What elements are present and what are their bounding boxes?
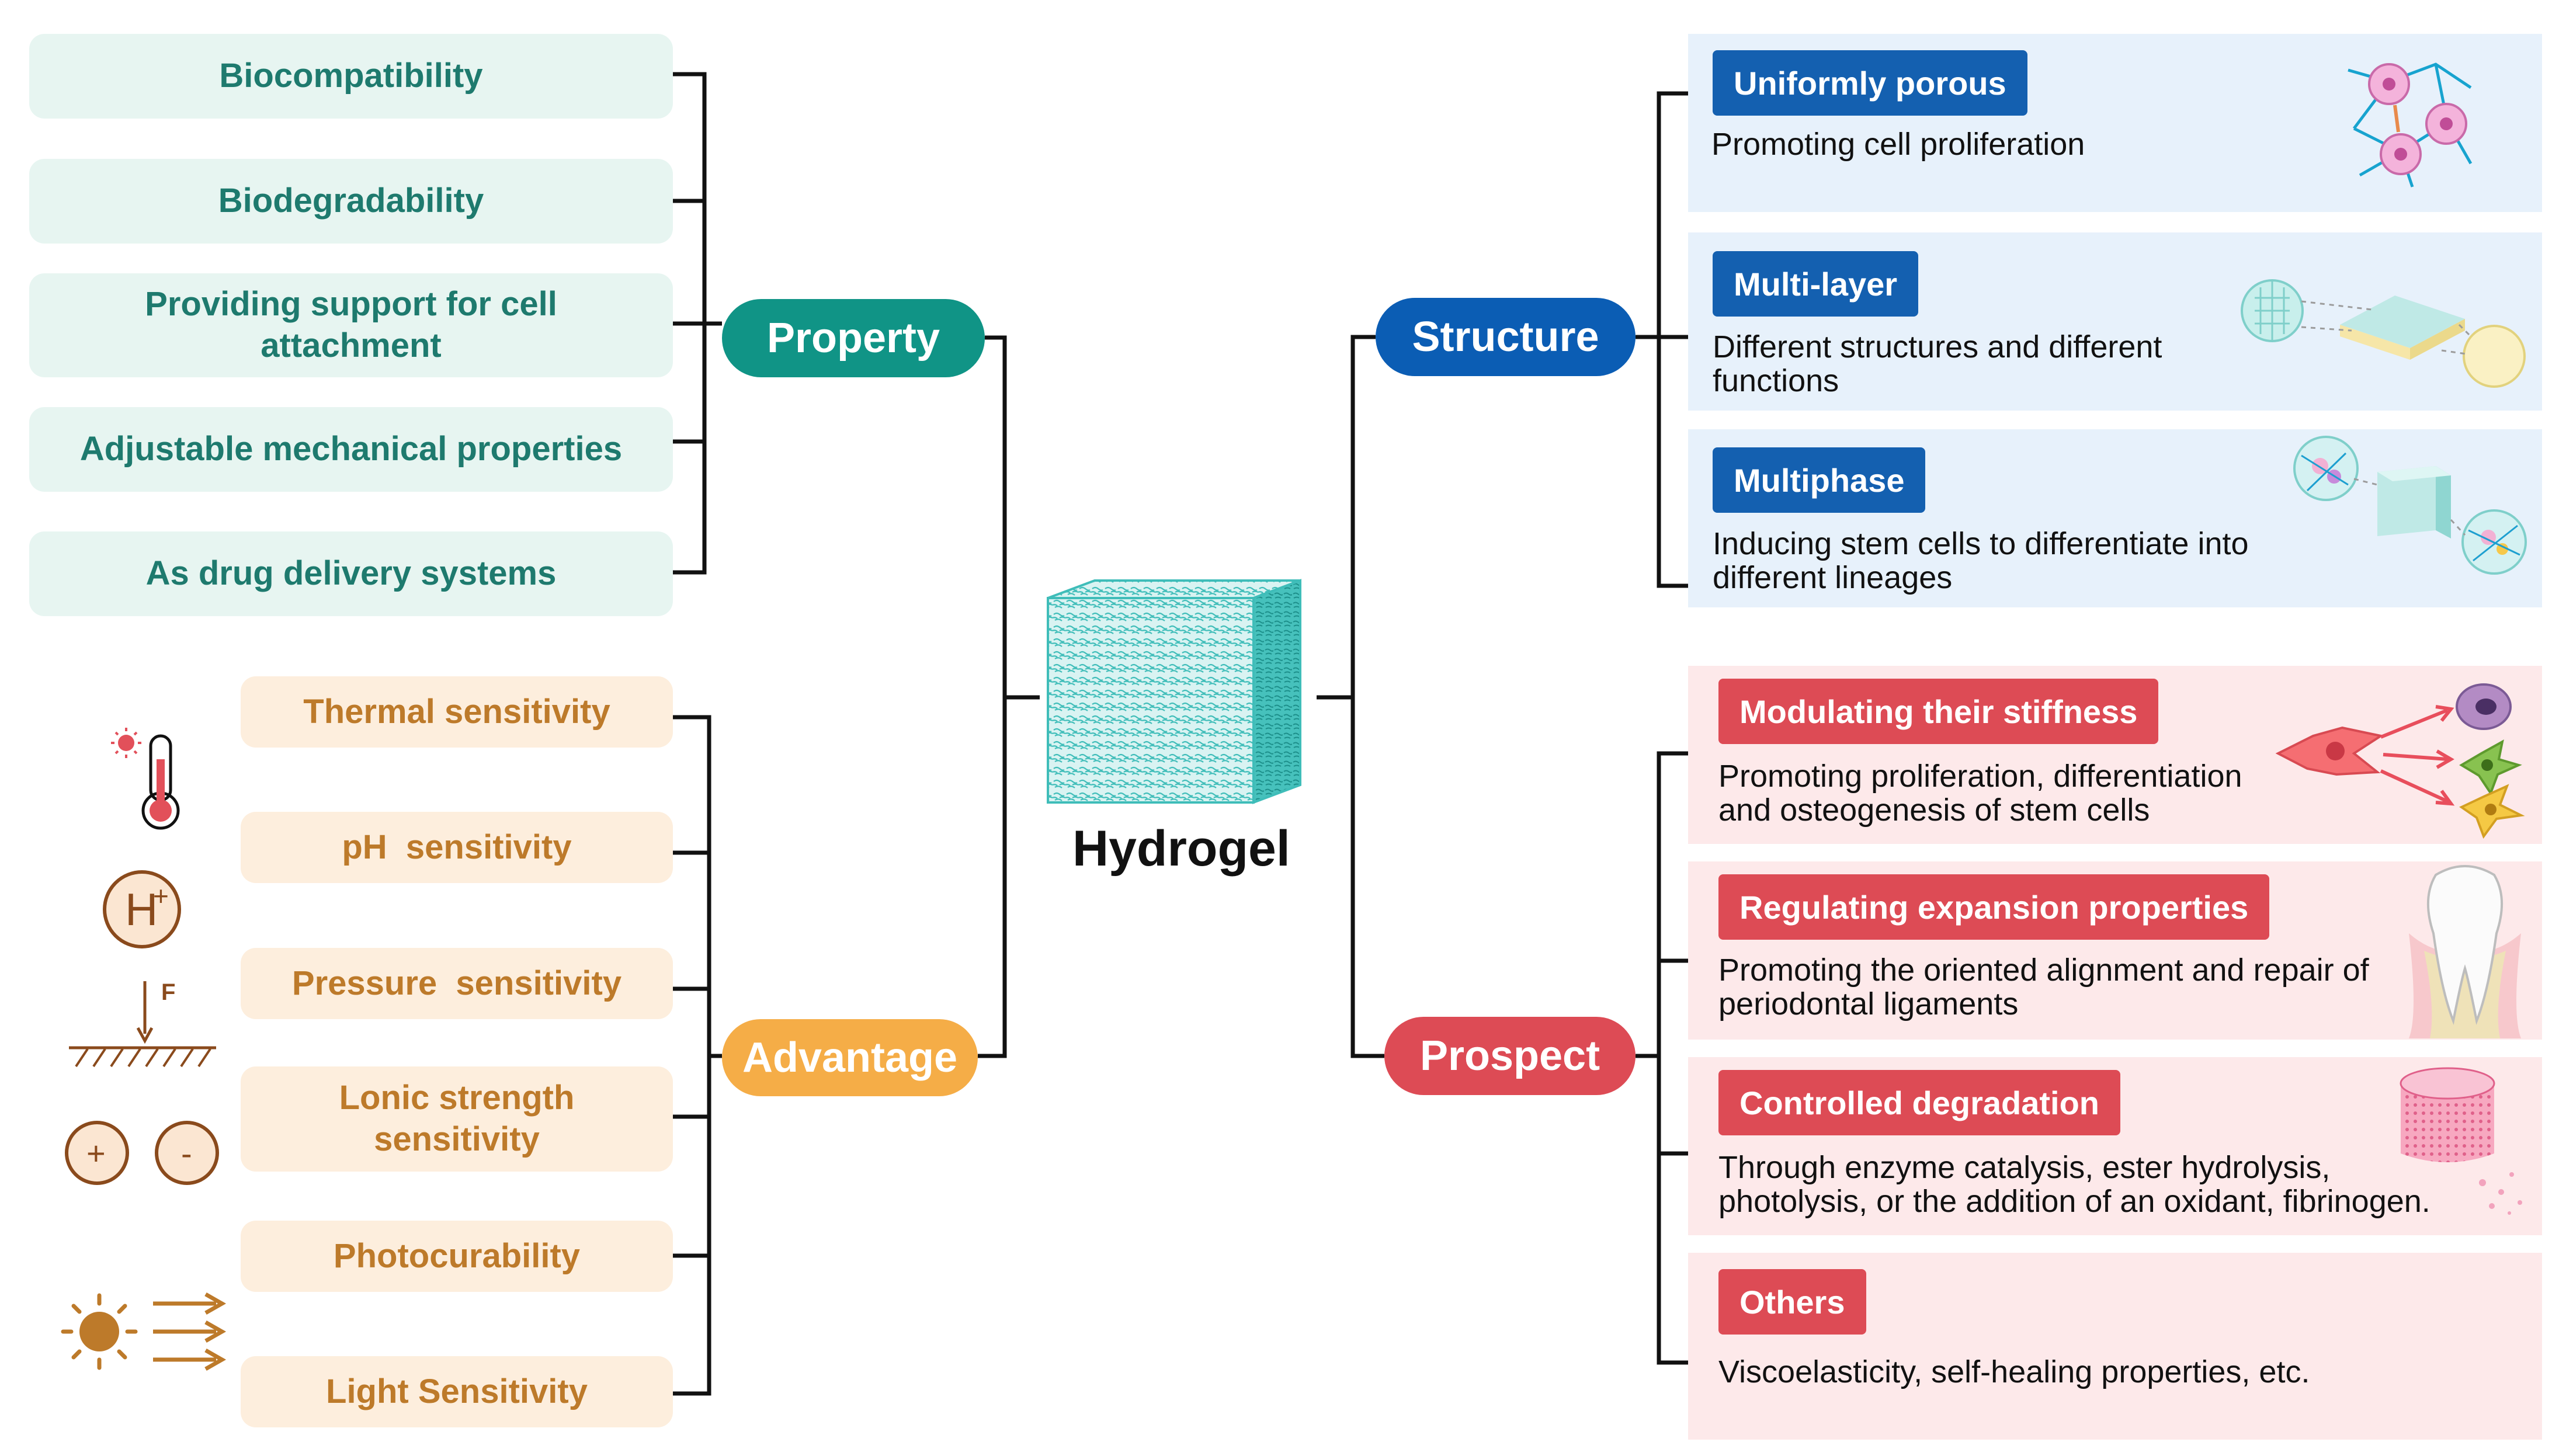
hydrogel-title: Hydrogel (1072, 821, 1290, 877)
sun-light-icon (61, 1292, 227, 1371)
prospect-desc-degradation: Through enzyme catalysis, ester hydrolys… (1718, 1150, 2430, 1219)
multiphase-illustration (2293, 436, 2527, 575)
prospect-tag-expansion: Regulating expansion properties (1718, 874, 2270, 940)
multilayer-illustration (2241, 279, 2526, 388)
structure-tag-multilayer: Multi-layer (1713, 251, 1919, 317)
stem-cell-differentiation-illustration (2275, 683, 2525, 839)
prospect-desc-expansion: Promoting the oriented alignment and rep… (1718, 953, 2369, 1022)
prospect-tag-stiffness: Modulating their stiffness (1718, 679, 2159, 744)
advantage-hub: Advantage (722, 1019, 978, 1096)
property-item-biodegradability: Biodegradability (29, 159, 673, 244)
advantage-item-photocurability: Photocurability (241, 1221, 673, 1292)
advantage-item-ionic: Lonic strength sensitivity (241, 1066, 673, 1172)
hydrogen-ion-plus: + (153, 881, 169, 911)
advantage-item-pressure: Pressure sensitivity (241, 948, 673, 1019)
degradation-scaffold-illustration (2400, 1067, 2522, 1215)
prospect-hub: Prospect (1384, 1017, 1636, 1095)
structure-tag-porous: Uniformly porous (1713, 50, 2027, 116)
property-hub: Property (722, 299, 985, 377)
ion-charges-icon: + - (65, 1121, 219, 1185)
property-item-drug-delivery: As drug delivery systems (29, 531, 673, 616)
hydrogel-cube-illustration (1047, 579, 1301, 804)
pressure-icon: F (69, 979, 216, 1068)
prospect-desc-stiffness: Promoting proliferation, differentiation… (1718, 759, 2242, 828)
positive-charge-label: + (86, 1135, 106, 1172)
advantage-item-ph: pH sensitivity (241, 812, 673, 883)
force-label: F (161, 979, 175, 1005)
structure-desc-multilayer: Different structures and different funct… (1713, 329, 2162, 399)
structure-hub: Structure (1376, 298, 1636, 376)
thermometer-icon (111, 728, 180, 830)
structure-desc-multiphase: Inducing stem cells to differentiate int… (1713, 526, 2249, 596)
prospect-tag-others: Others (1718, 1269, 1866, 1335)
property-item-biocompatibility: Biocompatibility (29, 34, 673, 119)
porous-network-illustration (2348, 62, 2473, 187)
negative-charge-label: - (181, 1135, 192, 1172)
property-item-mechanical: Adjustable mechanical properties (29, 407, 673, 492)
hydrogen-ion-icon: H + (103, 870, 181, 948)
structure-tag-multiphase: Multiphase (1713, 447, 1926, 513)
property-item-cell-attachment: Providing support for cell attachment (29, 273, 673, 377)
hydrogen-ion-symbol: H (125, 884, 158, 935)
prospect-tag-degradation: Controlled degradation (1718, 1070, 2120, 1135)
advantage-item-light: Light Sensitivity (241, 1356, 673, 1427)
structure-desc-porous: Promoting cell proliferation (1711, 127, 2085, 162)
advantage-item-thermal: Thermal sensitivity (241, 676, 673, 748)
tooth-illustration (2409, 865, 2521, 1038)
prospect-desc-others: Viscoelasticity, self-healing properties… (1718, 1354, 2310, 1389)
